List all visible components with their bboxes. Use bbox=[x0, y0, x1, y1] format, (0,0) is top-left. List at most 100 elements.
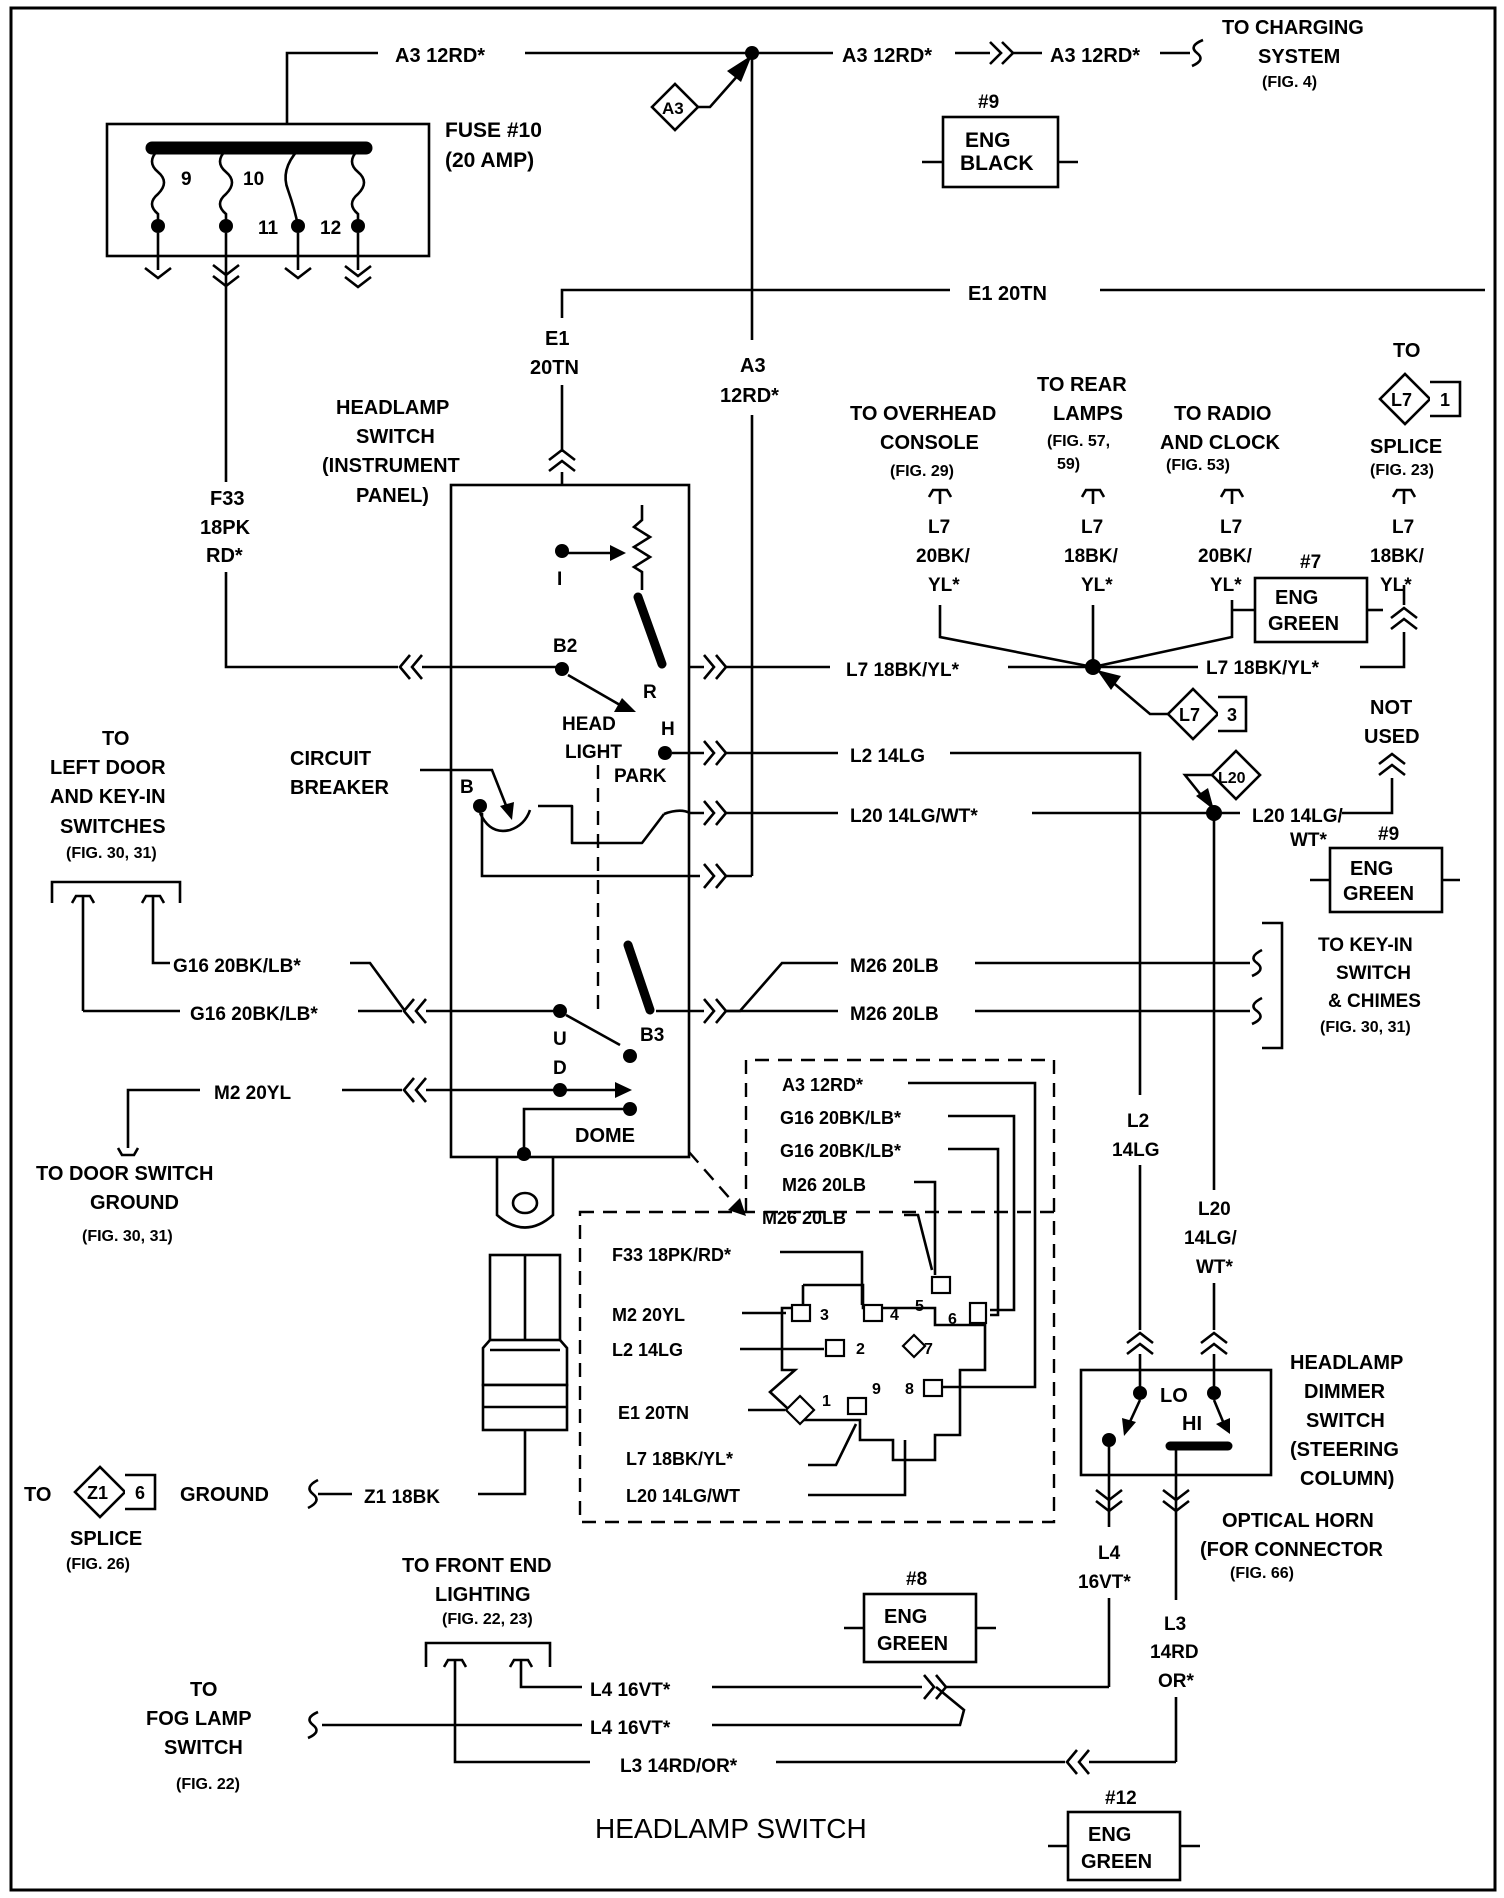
conn-label-l20: L20 14LG/WT bbox=[626, 1486, 740, 1506]
f33-label-2: 18PK bbox=[200, 517, 251, 539]
splice-z1-label: SPLICE bbox=[70, 1528, 142, 1550]
connector-detail: A3 12RD* G16 20BK/LB* G16 20BK/LB* M26 2… bbox=[578, 1058, 1056, 1524]
ground-9b-number: #9 bbox=[1378, 824, 1399, 845]
l3-vert-1: L3 bbox=[1164, 1614, 1186, 1635]
overhead-wire-3: YL* bbox=[928, 575, 960, 596]
a3-top-mid-label: A3 12RD* bbox=[842, 45, 932, 67]
f33-label-1: F33 bbox=[210, 488, 244, 510]
splice-fig: (FIG. 23) bbox=[1370, 462, 1434, 479]
radio-label-2: AND CLOCK bbox=[1160, 432, 1281, 454]
terminal-i: I bbox=[557, 569, 562, 590]
dimmer-title-3: SWITCH bbox=[1306, 1410, 1385, 1432]
pin-3: 3 bbox=[820, 1307, 829, 1324]
ground-9b-line-2: GREEN bbox=[1343, 883, 1414, 905]
door-ground-fig: (FIG. 30, 31) bbox=[82, 1228, 173, 1245]
pin-2: 2 bbox=[856, 1341, 865, 1358]
terminal-b: B bbox=[460, 777, 474, 798]
front-end-2: LIGHTING bbox=[435, 1584, 531, 1606]
switch-title-2: SWITCH bbox=[356, 426, 435, 448]
ground-9a-number: #9 bbox=[978, 92, 999, 113]
ground-7-line-1: ENG bbox=[1275, 587, 1318, 609]
keyin-label-2: SWITCH bbox=[1336, 963, 1411, 984]
charging-fig: (FIG. 4) bbox=[1262, 74, 1317, 91]
park-label: PARK bbox=[614, 766, 667, 787]
circuit-breaker-label-2: BREAKER bbox=[290, 777, 389, 799]
ground-9b-line-1: ENG bbox=[1350, 858, 1393, 880]
l7-wire-label: L7 18BK/YL* bbox=[846, 660, 960, 681]
l20-right-label-2: WT* bbox=[1290, 830, 1328, 851]
fuse-9-num: 9 bbox=[181, 169, 192, 190]
fuse-block: FUSE #10 (20 AMP) 9 10 11 12 bbox=[105, 119, 542, 330]
circuit-breaker-label-1: CIRCUIT bbox=[290, 748, 371, 770]
conn-label-f33: F33 18PK/RD* bbox=[612, 1245, 731, 1265]
door-ground-2: GROUND bbox=[90, 1192, 179, 1214]
splice-wire-2: 18BK/ bbox=[1370, 546, 1425, 567]
l20-wire-label: L20 14LG/WT* bbox=[850, 806, 978, 827]
z1-tag: Z1 bbox=[87, 1483, 108, 1503]
dimmer-title-5: COLUMN) bbox=[1300, 1468, 1394, 1490]
keyin-label-3: & CHIMES bbox=[1328, 991, 1421, 1012]
left-door-1: TO bbox=[102, 728, 129, 750]
left-door-circuits: TO LEFT DOOR AND KEY-IN SWITCHES (FIG. 3… bbox=[36, 728, 427, 1245]
fuse-12-num: 12 bbox=[320, 218, 341, 239]
g16-label-a: G16 20BK/LB* bbox=[173, 956, 301, 977]
left-door-4: SWITCHES bbox=[60, 816, 166, 838]
headlamp-switch: HEADLAMP SWITCH (INSTRUMENT PANEL) I B2 … bbox=[290, 397, 746, 1229]
terminal-r: R bbox=[643, 682, 657, 703]
fuse-11-num: 11 bbox=[258, 218, 279, 239]
m26-circuits: M26 20LB M26 20LB TO KEY-IN SWITCH & CHI… bbox=[726, 921, 1421, 1050]
terminal-u: U bbox=[553, 1029, 567, 1050]
l7-3-tag-num: 3 bbox=[1227, 705, 1237, 725]
optical-horn-2: (FOR CONNECTOR bbox=[1200, 1539, 1384, 1561]
l2-l20-circuits: L2 14LG L20 14LG/WT* L20 L20 14LG/ WT* N… bbox=[726, 697, 1460, 1330]
pin-4: 4 bbox=[890, 1307, 899, 1324]
l7-wire-label-2: L7 18BK/YL* bbox=[1206, 658, 1320, 679]
overhead-label-1: TO OVERHEAD bbox=[850, 403, 996, 425]
radio-label-1: TO RADIO bbox=[1174, 403, 1271, 425]
terminal-h: H bbox=[661, 719, 675, 740]
head-light-label-head: HEAD bbox=[562, 714, 616, 735]
door-ground-1: TO DOOR SWITCH bbox=[36, 1163, 213, 1185]
diagram-title: HEADLAMP SWITCH bbox=[595, 1813, 867, 1844]
z1-wire-label: Z1 18BK bbox=[364, 1487, 440, 1508]
front-end-1: TO FRONT END bbox=[402, 1555, 552, 1577]
radio-wire-2: 20BK/ bbox=[1198, 546, 1253, 567]
m2-label: M2 20YL bbox=[214, 1083, 291, 1104]
f33-circuit: F33 18PK RD* bbox=[200, 330, 423, 680]
pin-7: 7 bbox=[924, 1341, 933, 1358]
rear-wire-3: YL* bbox=[1081, 575, 1113, 596]
fuse-label-1: FUSE #10 bbox=[445, 119, 542, 142]
l4-vert-2: 16VT* bbox=[1078, 1572, 1131, 1593]
conn-label-m2: M2 20YL bbox=[612, 1305, 685, 1325]
m26-label-b: M26 20LB bbox=[850, 1004, 939, 1025]
keyin-label-1: TO KEY-IN bbox=[1318, 935, 1413, 956]
switch-title-3: (INSTRUMENT bbox=[322, 455, 460, 477]
optical-horn-fig: (FIG. 66) bbox=[1230, 1565, 1294, 1582]
l20-right-label-1: L20 14LG/ bbox=[1252, 806, 1344, 827]
splice-tag-num: 1 bbox=[1440, 390, 1450, 410]
l4-label-a: L4 16VT* bbox=[590, 1680, 671, 1701]
ground-8-line-2: GREEN bbox=[877, 1633, 948, 1655]
ground-9a-line-1: ENG bbox=[965, 129, 1011, 152]
radio-wire-1: L7 bbox=[1220, 517, 1242, 538]
rear-label-3: (FIG. 57, bbox=[1047, 433, 1110, 450]
z1-ground-label: GROUND bbox=[180, 1484, 269, 1506]
rear-label-2: LAMPS bbox=[1053, 403, 1123, 425]
overhead-wire-1: L7 bbox=[928, 517, 950, 538]
overhead-label-2: CONSOLE bbox=[880, 432, 979, 454]
pin-6: 6 bbox=[948, 1311, 957, 1328]
f33-label-3: RD* bbox=[206, 545, 243, 567]
fog-2: FOG LAMP bbox=[146, 1708, 252, 1730]
z1-ground-circuit: TO Z1 6 GROUND SPLICE (FIG. 26) Z1 18BK bbox=[24, 1253, 569, 1573]
splice-label: SPLICE bbox=[1370, 436, 1442, 458]
ground-7-number: #7 bbox=[1300, 552, 1321, 573]
splice-z1-fig: (FIG. 26) bbox=[66, 1556, 130, 1573]
l7-circuit: L7 18BK/YL* L7 18BK/YL* TO OVERHEAD CONS… bbox=[726, 340, 1462, 741]
switch-title-1: HEADLAMP bbox=[336, 397, 449, 419]
fog-3: SWITCH bbox=[164, 1737, 243, 1759]
ground-9-eng-black: #9 ENG BLACK bbox=[922, 92, 1078, 189]
dome-label: DOME bbox=[575, 1125, 635, 1147]
terminal-b2: B2 bbox=[553, 636, 577, 657]
charging-label-1: TO CHARGING bbox=[1222, 17, 1364, 39]
conn-label-l7: L7 18BK/YL* bbox=[626, 1449, 733, 1469]
